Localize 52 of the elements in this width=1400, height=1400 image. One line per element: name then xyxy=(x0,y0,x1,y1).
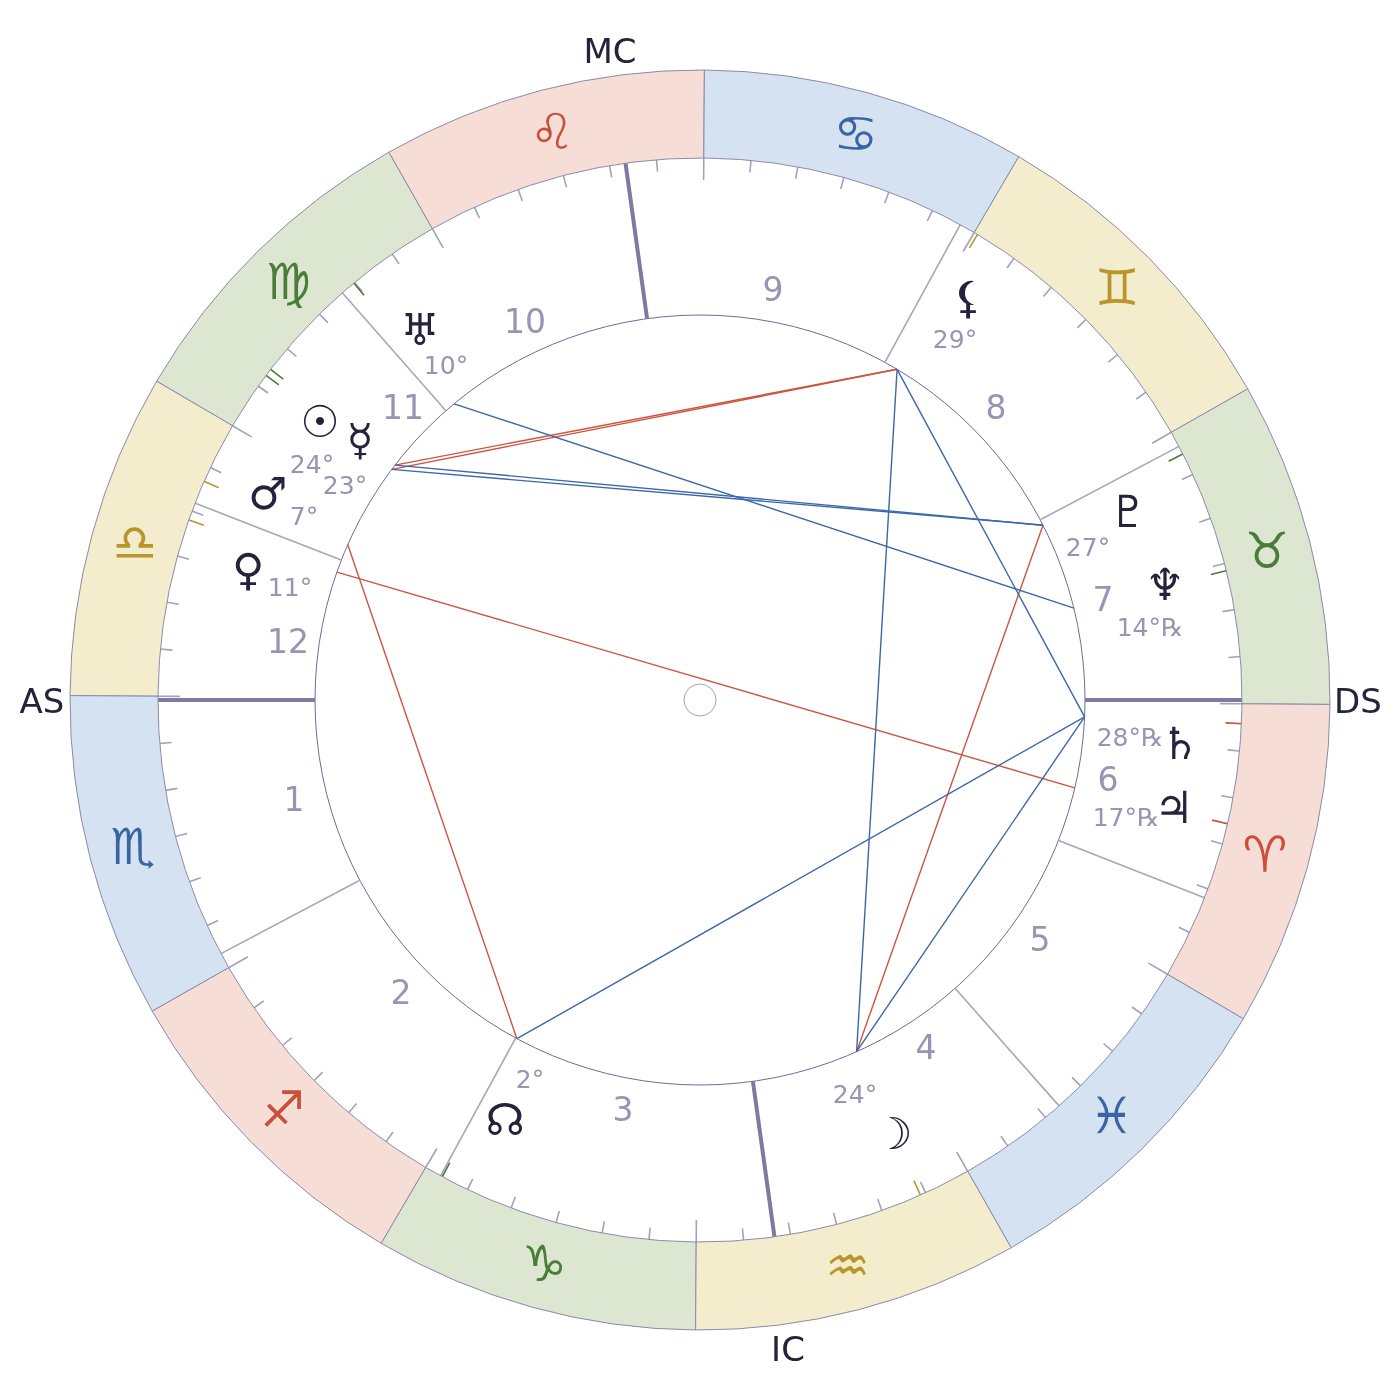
degree-label: 11° xyxy=(267,573,313,603)
house-number: 7 xyxy=(1092,581,1114,619)
house-number: 12 xyxy=(267,623,309,661)
degree-label: 7° xyxy=(289,502,319,532)
zodiac-sign-segment xyxy=(380,1166,698,1331)
zodiac-sign-segment xyxy=(702,69,1020,234)
zodiac-sign-segment xyxy=(151,966,427,1245)
house-number: 1 xyxy=(283,781,305,819)
zodiac-sign-segment xyxy=(966,973,1245,1249)
house-number: 6 xyxy=(1097,761,1119,799)
zodiac-sign-symbol: ♑ xyxy=(521,1236,567,1294)
house-number: 11 xyxy=(382,389,424,427)
planet-symbol: ♇ xyxy=(1108,486,1148,538)
planet-symbol: ⚸ xyxy=(951,272,985,324)
zodiac-sign-segment xyxy=(69,694,230,1013)
planet-symbol: ♂ xyxy=(248,468,288,520)
zodiac-sign-symbol: ♓ xyxy=(1089,1088,1134,1146)
degree-label: 27° xyxy=(1065,533,1111,563)
degree-label: 2° xyxy=(515,1065,545,1095)
planet-symbol: ☿ xyxy=(346,414,374,466)
zodiac-sign-symbol: ♐ xyxy=(260,1082,306,1141)
house-number: 9 xyxy=(762,271,784,309)
zodiac-sign-symbol: ♈ xyxy=(1242,826,1288,885)
house-number: 4 xyxy=(915,1029,937,1067)
planet-symbol: ☉ xyxy=(300,396,340,448)
zodiac-sign-symbol: ♉ xyxy=(1244,523,1290,582)
degree-label: 14°℞ xyxy=(1116,613,1184,643)
house-number: 5 xyxy=(1029,921,1051,959)
degree-label: 29° xyxy=(932,325,978,355)
zodiac-sign-symbol: ♊ xyxy=(1094,259,1140,318)
house-number: 2 xyxy=(390,974,412,1012)
house-number: 10 xyxy=(504,303,546,341)
angle-label: IC xyxy=(771,1330,805,1370)
zodiac-sign-symbol: ♏ xyxy=(110,818,156,877)
angle-label: MC xyxy=(583,32,637,72)
zodiac-sign-segment xyxy=(694,1170,1013,1331)
zodiac-sign-symbol: ♋ xyxy=(833,106,878,164)
zodiac-sign-symbol: ♌ xyxy=(529,104,575,162)
zodiac-sign-segment xyxy=(387,69,706,230)
angle-label: DS xyxy=(1334,682,1382,722)
zodiac-sign-symbol: ♎ xyxy=(112,515,158,574)
planet-symbol: ☊ xyxy=(485,1094,525,1146)
planet-symbol: ♆ xyxy=(1145,559,1185,611)
planet-symbol: ♀ xyxy=(231,544,265,596)
zodiac-sign-symbol: ♍ xyxy=(266,254,311,312)
house-number: 3 xyxy=(612,1091,634,1129)
degree-label: 24° xyxy=(832,1080,878,1110)
planet-symbol: ☽ xyxy=(873,1108,913,1160)
angle-label: AS xyxy=(19,682,65,722)
house-number: 8 xyxy=(985,389,1007,427)
zodiac-sign-symbol: ♒ xyxy=(825,1238,871,1296)
zodiac-sign-segment xyxy=(69,380,234,698)
